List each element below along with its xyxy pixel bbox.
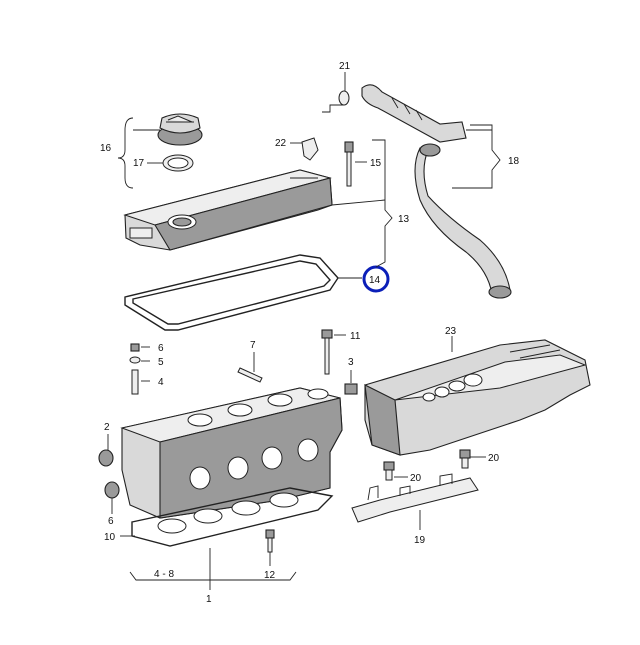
rubber-mount-20-right (459, 449, 471, 469)
callout-4: 4 (158, 377, 164, 388)
stud-bolt-15 (344, 141, 354, 187)
callout-22: 22 (275, 138, 287, 149)
callout-10: 10 (104, 532, 116, 543)
breather-hose (361, 84, 512, 299)
callout-21: 21 (339, 61, 351, 72)
cylinder-head-bolt-11 (321, 329, 333, 375)
plug-6-lower (104, 481, 120, 499)
callout-16: 16 (100, 143, 112, 154)
mounting-bracket-19 (351, 473, 479, 523)
seal-ring-21 (338, 90, 350, 106)
callout-18: 18 (508, 156, 520, 167)
callout-6-bottom: 6 (108, 516, 114, 527)
cylinder-head-cover (123, 169, 333, 251)
filler-cap-seal-ring (162, 154, 194, 172)
callout-11: 11 (350, 331, 361, 342)
oil-filler-cap (157, 113, 203, 146)
cover-gasket (124, 254, 339, 331)
pin-7 (237, 367, 263, 383)
engine-cover (364, 339, 591, 456)
rubber-mount-20-left (383, 461, 395, 481)
callout-7: 7 (250, 340, 256, 351)
callout-3: 3 (348, 357, 354, 368)
bracket-13 (372, 139, 393, 268)
nut-3 (344, 383, 358, 395)
callout-5: 5 (158, 357, 164, 368)
callout-1: 1 (206, 594, 212, 605)
valve-guide-4 (131, 369, 139, 395)
callout-12: 12 (264, 570, 276, 581)
bracket-16-17 (117, 117, 163, 189)
callout-20-right: 20 (488, 453, 500, 464)
bolt-12 (265, 529, 275, 553)
callout-14: 14 (369, 275, 381, 286)
clip-22 (301, 137, 319, 161)
callout-17: 17 (133, 158, 145, 169)
callout-6-top: 6 (158, 343, 164, 354)
callout-2: 2 (104, 422, 110, 433)
plug-2 (98, 449, 114, 467)
seal-5 (129, 356, 141, 364)
callout-4-8: 4 - 8 (154, 569, 174, 580)
callout-15: 15 (370, 158, 382, 169)
cap-6 (130, 343, 140, 352)
bracket-1 (129, 548, 297, 590)
callout-13: 13 (398, 214, 410, 225)
callout-23: 23 (445, 326, 457, 337)
callout-19: 19 (414, 535, 426, 546)
callout-20-left: 20 (410, 473, 422, 484)
bracket-18 (452, 124, 501, 189)
cylinder-head (120, 387, 343, 519)
